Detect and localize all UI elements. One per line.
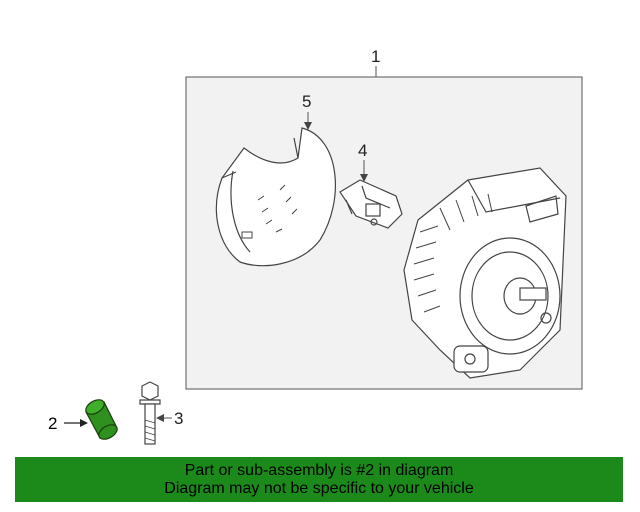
banner-line-2: Diagram may not be specific to your vehi… (164, 480, 474, 497)
info-banner: Part or sub-assembly is #2 in diagram Di… (15, 457, 623, 502)
callout-2-arrow (80, 419, 88, 427)
part-1-alternator[interactable] (403, 167, 567, 379)
part-2-sleeve[interactable] (83, 397, 119, 442)
callout-1[interactable]: 1 (371, 47, 380, 66)
callout-4-arrow (360, 174, 368, 182)
part-3-bolt[interactable] (139, 381, 161, 445)
callout-5-arrow (304, 122, 312, 130)
callout-3-arrow (156, 414, 164, 422)
part-4-regulator[interactable] (339, 179, 403, 229)
callout-4[interactable]: 4 (358, 141, 367, 160)
callout-2[interactable]: 2 (48, 414, 57, 433)
part-5-cover[interactable] (215, 127, 336, 267)
banner-line-1: Part or sub-assembly is #2 in diagram (184, 462, 454, 479)
callout-3[interactable]: 3 (174, 409, 183, 428)
callout-5[interactable]: 5 (302, 92, 311, 111)
